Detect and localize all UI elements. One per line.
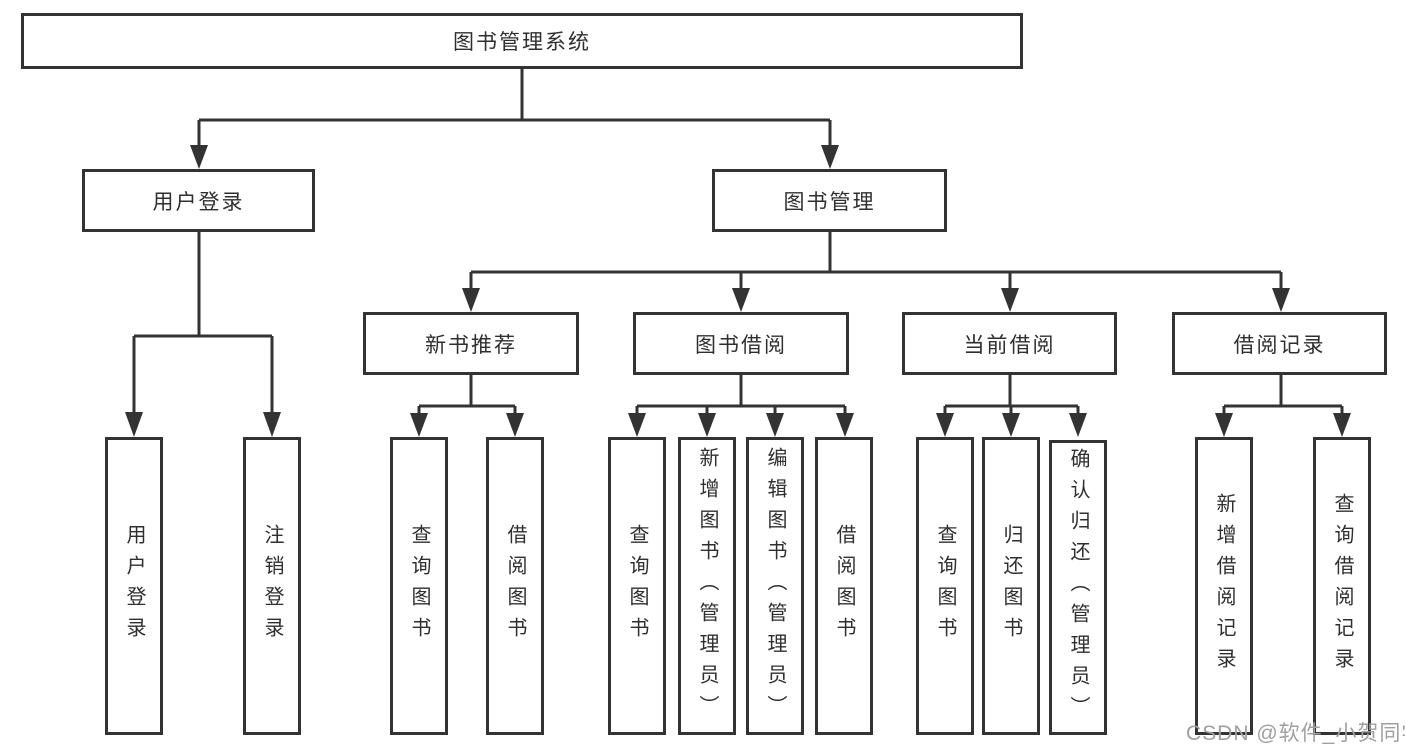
node-borrow-records: 借阅记录 bbox=[1172, 312, 1387, 375]
connector-bookborrow-to-leaves bbox=[628, 375, 854, 437]
csdn-watermark: CSDN @软件_小贺同学 bbox=[1186, 722, 1405, 745]
node-root-system: 图书管理系统 bbox=[21, 13, 1023, 69]
leaf-borrow-borrow-books: 借阅图书 bbox=[815, 437, 873, 735]
connector-root-to-level2 bbox=[190, 69, 839, 169]
leaf-borrow-edit-books-admin: 编辑图书（管理员） bbox=[746, 437, 804, 735]
leaf-current-return-books: 归还图书 bbox=[982, 437, 1040, 735]
leaf-records-add-record: 新增借阅记录 bbox=[1195, 437, 1253, 735]
leaf-borrow-query-books: 查询图书 bbox=[608, 437, 666, 735]
node-new-book-recommend: 新书推荐 bbox=[363, 312, 579, 375]
leaf-user-login: 用户登录 bbox=[105, 437, 163, 735]
node-book-borrow: 图书借阅 bbox=[633, 312, 849, 375]
connector-userlogin-to-leaves bbox=[125, 232, 281, 437]
leaf-newrec-query-books: 查询图书 bbox=[390, 437, 448, 735]
node-current-borrow: 当前借阅 bbox=[902, 312, 1117, 375]
connector-borrowrecords-to-leaves bbox=[1215, 375, 1351, 437]
connector-newbookrec-to-leaves bbox=[410, 375, 524, 437]
leaf-current-confirm-return-admin: 确认归还（管理员） bbox=[1049, 440, 1107, 735]
leaf-records-query-record: 查询借阅记录 bbox=[1313, 437, 1371, 735]
connector-bookmgmt-to-level3 bbox=[462, 232, 1290, 312]
connector-currentborrow-to-leaves bbox=[936, 375, 1087, 437]
node-user-login: 用户登录 bbox=[82, 169, 315, 232]
leaf-newrec-borrow-books: 借阅图书 bbox=[486, 437, 544, 735]
node-book-management: 图书管理 bbox=[712, 169, 947, 232]
leaf-borrow-add-books-admin: 新增图书（管理员） bbox=[678, 437, 736, 735]
leaf-current-query-books: 查询图书 bbox=[916, 437, 974, 735]
leaf-logout: 注销登录 bbox=[243, 437, 301, 735]
